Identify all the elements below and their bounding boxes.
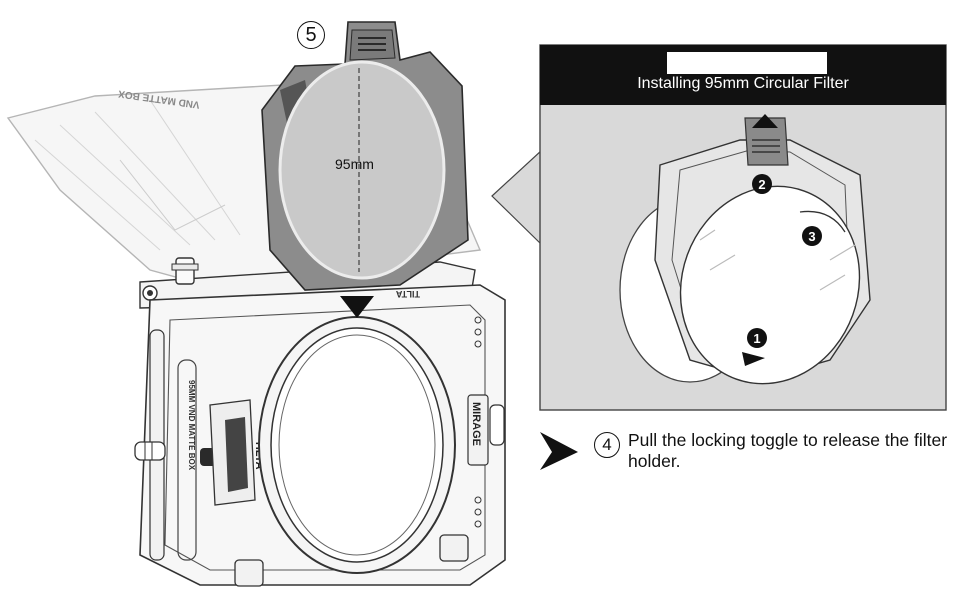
filter-size-label: 95mm (335, 156, 374, 172)
step4-number: 4 (594, 432, 620, 458)
step4-instruction-text: Pull the locking toggle to release the f… (628, 430, 948, 471)
circular-filter-glass (278, 60, 446, 280)
callout-marker-2: 2 (758, 177, 765, 192)
matte-box-body: 95MM VND MATTE BOX TILTA MIRAGE TILTA (134, 284, 506, 587)
callout-header-white-strip (667, 52, 827, 74)
callout-title: Installing 95mm Circular Filter (637, 75, 849, 92)
top-label: TILTA (395, 289, 420, 299)
vertical-text: 95MM VND MATTE BOX (187, 380, 196, 471)
step4-arrow (540, 432, 578, 470)
side-label: MIRAGE (470, 402, 482, 446)
callout-marker-3: 3 (808, 229, 815, 244)
filter-holder (261, 21, 469, 291)
callout-marker-1: 1 (753, 331, 760, 346)
step5-number: 5 (297, 21, 325, 49)
callout-panel: 2 3 1 (539, 44, 947, 411)
callout-pointer (491, 148, 543, 247)
